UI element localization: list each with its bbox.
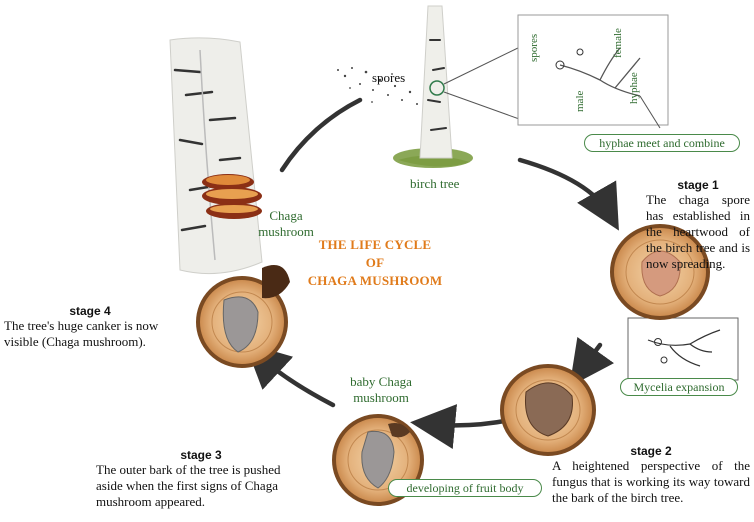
inset-female-label: female: [612, 28, 624, 58]
hyphae-caption: hyphae meet and combine: [584, 134, 740, 152]
inset-hyphae-label: hyphae: [628, 72, 640, 104]
stage3-title: stage 3: [180, 448, 222, 462]
hyphae-inset: [517, 14, 669, 129]
arrow-stage3-to-stage4: [244, 342, 336, 408]
arrow-spores-to-tree: [279, 97, 363, 173]
stage1-block: stage 1 The chaga spore has established …: [646, 178, 750, 272]
spore-dots: [337, 67, 418, 105]
inset-male-label: male: [574, 90, 586, 112]
fruit-body-caption: developing of fruit body: [388, 479, 542, 497]
stage2-block: stage 2 A heightened perspective of the …: [552, 444, 750, 506]
birch-trunk-left: [169, 37, 263, 275]
stage4-block: stage 4 The tree's huge canker is now vi…: [4, 304, 176, 350]
stage1-title: stage 1: [677, 178, 719, 192]
stage4-wood-slice: [196, 265, 290, 368]
arrow-stage1-to-stage2: [569, 336, 615, 387]
title-line-2: OF: [365, 255, 385, 270]
stage1-text: The chaga spore has established in the h…: [646, 192, 750, 271]
spores-label: spores: [372, 70, 406, 85]
stage1-wood-slice: [610, 224, 710, 320]
title-line-3: CHAGA MUSHROOM: [307, 273, 443, 288]
arrow-stage2-to-stage3: [410, 404, 513, 449]
inset-spores-label: spores: [528, 33, 540, 62]
title-line-1: THE LIFE CYCLE: [318, 237, 432, 252]
stage2-title: stage 2: [630, 444, 672, 458]
stage4-text: The tree's huge canker is now visible (C…: [4, 318, 159, 349]
birch-tree-label: birch tree: [410, 176, 460, 191]
birch-tree-top: [393, 5, 523, 168]
mycelia-inset: [627, 317, 739, 381]
mycelia-caption: Mycelia expansion: [620, 378, 738, 396]
chaga-mushroom-label: Chaga mushroom: [258, 208, 314, 239]
arrow-tree-to-stage1: [517, 157, 619, 231]
stage3-block: stage 3 The outer bark of the tree is pu…: [96, 448, 306, 510]
stage3-text: The outer bark of the tree is pushed asi…: [96, 462, 281, 509]
stage2-wood-slice: [500, 364, 596, 456]
stage4-title: stage 4: [69, 304, 111, 318]
stage2-text: A heightened perspective of the fungus t…: [552, 458, 750, 505]
baby-chaga-label: baby Chaga mushroom: [350, 374, 412, 405]
diagram-title: THE LIFE CYCLE OF CHAGA MUSHROOM: [300, 236, 450, 290]
chaga-bracket-fungus: [202, 174, 262, 219]
